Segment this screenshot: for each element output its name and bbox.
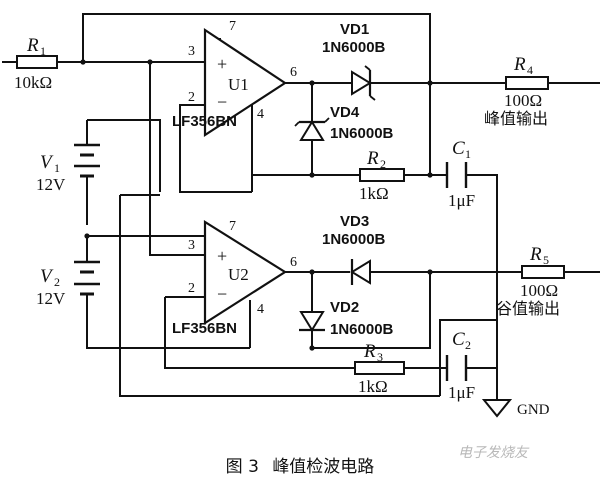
u1-name: U1 xyxy=(228,75,249,94)
wiring xyxy=(2,13,600,400)
vd2-bottom xyxy=(312,272,431,349)
battery-v2: V 2 12V xyxy=(36,260,100,308)
r3-sub: 3 xyxy=(377,350,383,364)
r3-name: R xyxy=(363,341,376,362)
r2-sub: 2 xyxy=(380,157,386,171)
c1-sub: 1 xyxy=(465,147,471,161)
gnd-label: GND xyxy=(517,402,550,418)
r1-name: R xyxy=(26,35,39,56)
v1-name: V xyxy=(40,152,54,173)
caption-title: 峰值检波电路 xyxy=(272,457,375,477)
vd3-part: 1N6000B xyxy=(322,231,386,248)
resistor-r5: R 5 100Ω 谷值输出 xyxy=(496,244,565,318)
v1-to-u1 xyxy=(87,119,161,192)
c2-sub: 2 xyxy=(465,338,471,352)
u1-minus-feedback xyxy=(179,104,252,193)
u1-pin4: 4 xyxy=(257,107,264,122)
vd2-part: 1N6000B xyxy=(330,321,394,338)
u1-pin6: 6 xyxy=(290,65,297,80)
opamp-u1: + − U1 LF356BN 7 3 2 6 4 xyxy=(172,19,297,138)
junction-dot xyxy=(427,269,433,275)
u2-feedback xyxy=(164,297,355,369)
v2-sub: 2 xyxy=(54,275,60,289)
diode-vd2: VD2 1N6000B xyxy=(299,299,394,338)
r4-name: R xyxy=(513,54,526,75)
u1-plus: + xyxy=(217,54,227,74)
r5-name: R xyxy=(529,244,542,265)
junction-dot xyxy=(427,80,433,86)
mid-rail xyxy=(87,235,221,247)
u1-minus: − xyxy=(217,92,227,112)
peak-output-label: 峰值输出 xyxy=(484,109,548,128)
u2-minus: − xyxy=(217,284,227,304)
u2-part: LF356BN xyxy=(172,320,237,337)
u2-pin4: 4 xyxy=(257,302,264,317)
u2-name: U2 xyxy=(228,265,249,284)
junction-dot xyxy=(84,233,90,239)
resistor-r2: R 2 1kΩ xyxy=(359,148,405,203)
watermark-logo: 电子发烧友 xyxy=(458,445,528,461)
gnd-rail xyxy=(466,174,498,400)
r3-value: 1kΩ xyxy=(358,377,388,396)
junction-dot xyxy=(309,172,315,178)
junction-dot xyxy=(427,172,433,178)
resistor-r3: R 3 1kΩ xyxy=(354,341,405,396)
ground-symbol: GND xyxy=(481,399,550,418)
vd2-name: VD2 xyxy=(330,299,359,316)
u1-part: LF356BN xyxy=(172,113,237,130)
capacitor-c2: C 2 1μF xyxy=(445,329,475,402)
u2-pin2: 2 xyxy=(188,281,195,296)
capacitor-c1: C 1 1μF xyxy=(445,138,475,210)
r1-value: 10kΩ xyxy=(14,73,52,92)
v2-bottom-wire xyxy=(86,305,250,349)
u2-pin3: 3 xyxy=(188,238,195,253)
battery-v1: V 1 12V xyxy=(36,143,100,194)
diode-vd4: VD4 1N6000B xyxy=(294,104,394,142)
cross-wire-b xyxy=(119,195,440,397)
v1-value: 12V xyxy=(36,175,66,194)
u1-pin3: 3 xyxy=(188,44,195,59)
valley-output-label: 谷值输出 xyxy=(496,299,560,318)
vd4-part: 1N6000B xyxy=(330,125,394,142)
figure-caption: 图 3 峰值检波电路 xyxy=(0,452,600,477)
c2-top-wire xyxy=(439,319,497,368)
junction-dot xyxy=(309,345,315,351)
vd1-name: VD1 xyxy=(340,21,369,38)
v1-sub: 1 xyxy=(54,161,60,175)
junctions xyxy=(80,59,433,351)
junction-dot xyxy=(309,269,315,275)
u2-pin7: 7 xyxy=(229,219,236,234)
vd1-part: 1N6000B xyxy=(322,39,386,56)
v2-name: V xyxy=(40,266,54,287)
input-to-u2-plus xyxy=(149,62,205,256)
junction-dot xyxy=(80,59,86,65)
r2-value: 1kΩ xyxy=(359,184,389,203)
r2-name: R xyxy=(366,148,379,169)
vd4-name: VD4 xyxy=(330,104,360,121)
u2-pin6: 6 xyxy=(290,255,297,270)
v2-value: 12V xyxy=(36,289,66,308)
c2-name: C xyxy=(452,329,465,350)
r5-value: 100Ω xyxy=(520,281,558,300)
c2-value: 1μF xyxy=(448,383,475,402)
junction-dot xyxy=(147,59,153,65)
u2-plus: + xyxy=(217,246,227,266)
r1-sub: 1 xyxy=(40,44,46,58)
u1-pin7: 7 xyxy=(229,19,236,34)
vd3-name: VD3 xyxy=(340,213,369,230)
diode-vd1: VD1 1N6000B xyxy=(322,21,386,101)
resistor-r4: R 4 100Ω 峰值输出 xyxy=(484,54,549,128)
r5-sub: 5 xyxy=(543,253,549,267)
resistor-r1: R 1 10kΩ xyxy=(14,35,58,92)
c1-name: C xyxy=(452,138,465,159)
diode-vd3: VD3 1N6000B xyxy=(322,213,386,285)
opamp-u2: + − U2 LF356BN 7 3 2 6 4 xyxy=(172,219,297,337)
junction-dot xyxy=(309,80,315,86)
r4-value: 100Ω xyxy=(504,91,542,110)
caption-figure-number: 图 3 xyxy=(225,457,259,477)
c1-value: 1μF xyxy=(448,191,475,210)
u1-pin2: 2 xyxy=(188,90,195,105)
r4-sub: 4 xyxy=(527,63,533,77)
